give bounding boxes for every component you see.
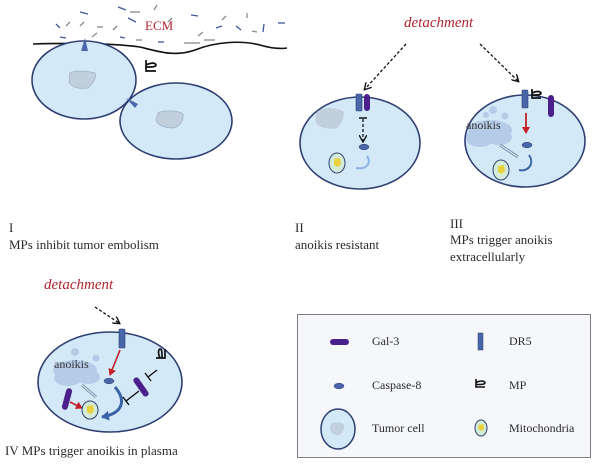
panel-i-caption: MPs inhibit tumor embolism [9, 237, 159, 252]
inhibition-line [144, 369, 158, 382]
anoikis-cloud [53, 348, 100, 386]
nucleus [68, 70, 96, 89]
panel-ii-illustration [299, 43, 421, 190]
panel-iii-caption-line2: extracellularly [450, 249, 526, 264]
dr5-adhesion-marker [126, 98, 138, 108]
gal3-protein [61, 388, 73, 410]
pathway-arrow [518, 154, 533, 172]
nucleus [155, 110, 184, 129]
tumor-cell [119, 82, 233, 160]
panel-ii-numeral: II [295, 220, 304, 235]
red-activation-arrow [108, 349, 121, 376]
mitochondrion [328, 152, 346, 174]
red-activation-arrow [69, 401, 83, 409]
mitochondria-icon [474, 419, 488, 437]
mp-icon [145, 60, 157, 72]
panel-i-numeral: I [9, 220, 14, 235]
anoikis-label: anoikis [54, 357, 89, 371]
panel-iv-illustration [37, 306, 183, 433]
detachment-arrow [479, 43, 518, 81]
tumor-cell [31, 40, 137, 120]
dr5-receptor [521, 89, 529, 109]
nucleus [315, 108, 344, 129]
panel-ii-caption: anoikis resistant [295, 237, 380, 252]
dr5-receptor [355, 93, 363, 112]
caspase-8 [521, 141, 533, 149]
pathway-arrow [101, 386, 124, 421]
tumor-cell-icon [320, 408, 356, 450]
gal3-icon [330, 339, 349, 345]
anoikis-cloud [466, 106, 512, 147]
faint-pathway-arrow [355, 155, 370, 170]
ecm-label: ECM [145, 18, 174, 33]
panel-iii-illustration [464, 43, 586, 188]
legend: Gal-3 DR5 Caspase-8 MP Tumor cell Mitoch… [297, 314, 591, 458]
legend-label-mp: MP [509, 378, 527, 392]
legend-label-mitochondria: Mitochondria [509, 421, 575, 435]
caspase-8 [103, 377, 115, 385]
ecm-fibers [55, 4, 285, 44]
legend-label-caspase8: Caspase-8 [372, 378, 422, 392]
mp-icon [156, 348, 166, 359]
detachment-label: detachment [44, 277, 114, 293]
legend-label-tumor-cell: Tumor cell [372, 421, 425, 435]
panel-iii-numeral: III [450, 216, 463, 231]
legend-icons [320, 332, 488, 450]
panel-iii-caption-line1: MPs trigger anoikis [450, 232, 553, 247]
dr5-adhesion-marker [81, 38, 88, 51]
gal3-protein [548, 95, 554, 117]
panel-iv-caption: IV MPs trigger anoikis in plasma [5, 443, 178, 458]
panel-i-illustration [31, 4, 288, 160]
mitochondrion [492, 159, 510, 181]
mp-icon [475, 379, 486, 388]
gal3-protein [364, 94, 370, 111]
dr5-receptor [118, 328, 126, 349]
mitochondrion [81, 400, 99, 420]
detachment-arrow [94, 306, 119, 323]
detachment-arrow [365, 43, 407, 89]
caspase-8 [358, 143, 370, 151]
anoikis-label: anoikis [466, 118, 501, 132]
detachment-label: detachment [404, 15, 474, 31]
inhibition-line [122, 390, 140, 406]
mp-icon [531, 89, 542, 99]
caspase8-icon [333, 382, 345, 390]
gal3-protein [133, 377, 149, 397]
legend-label-gal3: Gal-3 [372, 334, 400, 348]
dr5-icon [477, 332, 484, 351]
legend-label-dr5: DR5 [509, 334, 532, 348]
